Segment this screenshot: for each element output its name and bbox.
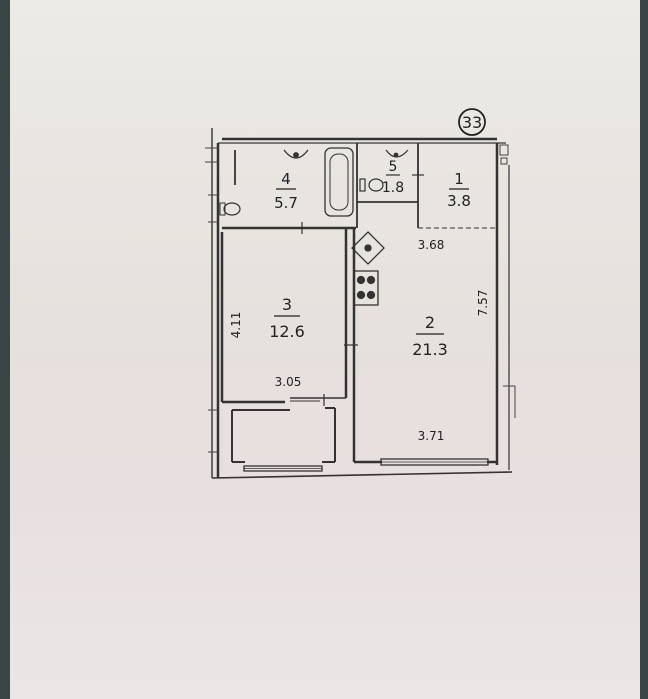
- room-2-walls: [301, 174, 497, 466]
- sink-drain: [293, 152, 299, 158]
- room-label-5: 5 1.8: [382, 159, 404, 196]
- room-5-area: 1.8: [382, 180, 404, 196]
- vent-shaft-small: [500, 157, 508, 165]
- room-label-2: 2 21.3: [412, 313, 448, 359]
- wc-room-5: [359, 149, 409, 192]
- apartment-number-badge: 33: [458, 108, 486, 136]
- dimension-room2-top-width: 3.68: [418, 238, 445, 252]
- apartment-number-circle: [458, 108, 486, 136]
- room-label-3: 3 12.6: [269, 295, 305, 341]
- apartment-number: 33: [462, 113, 482, 132]
- room-label-1: 1 3.8: [447, 170, 471, 210]
- room-2-area: 21.3: [412, 340, 448, 359]
- room-2-number: 2: [425, 313, 435, 332]
- vent-shaft: [499, 144, 509, 156]
- wc-toilet-icon: [368, 178, 384, 192]
- room-3-walls: [220, 228, 348, 406]
- left-wall-ticks: [205, 147, 218, 453]
- bathroom-room-4: [219, 143, 419, 230]
- bathroom-sink-icon: [283, 149, 309, 159]
- bathroom-toilet-icon: [223, 202, 241, 216]
- outer-walls: [211, 128, 513, 479]
- toilet-tank: [219, 202, 226, 216]
- room-4-number: 4: [281, 170, 291, 188]
- bottom-outer-line: [211, 471, 513, 479]
- room-5-number: 5: [389, 159, 398, 175]
- loggia: [231, 407, 336, 472]
- room-label-4: 4 5.7: [274, 170, 298, 212]
- bathtub-inner: [329, 153, 349, 211]
- stove-icon: [353, 270, 379, 306]
- right-wall-details: [499, 144, 516, 418]
- screen-edge-right: [640, 0, 648, 699]
- room-3-area: 12.6: [269, 322, 305, 341]
- dimension-room3-height: 4.11: [229, 312, 243, 339]
- room-1-number: 1: [454, 170, 464, 188]
- room-4-area: 5.7: [274, 194, 298, 212]
- room-1-area: 3.8: [447, 192, 471, 210]
- screen-edge-left: [0, 0, 10, 699]
- dimension-room3-width: 3.05: [275, 375, 302, 389]
- wc-toilet-tank: [359, 178, 366, 192]
- dimension-room2-height: 7.57: [476, 290, 490, 317]
- kitchen-fixtures: [351, 231, 385, 306]
- kitchen-sink-icon: [351, 231, 385, 265]
- dimension-room2-bottom-width: 3.71: [418, 429, 445, 443]
- room-3-number: 3: [282, 295, 292, 314]
- bathtub-icon: [324, 147, 354, 217]
